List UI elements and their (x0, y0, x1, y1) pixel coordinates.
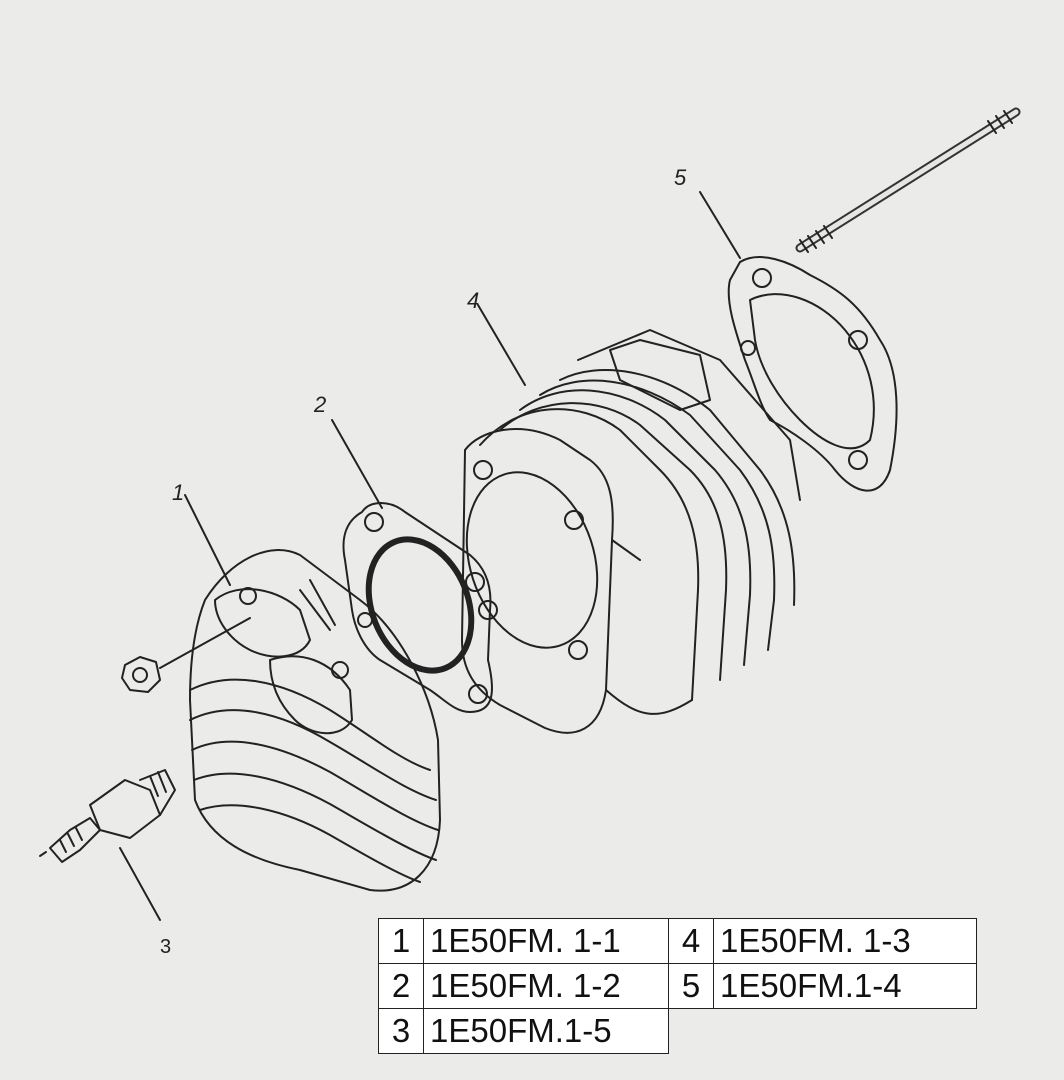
cylinder-head (189, 549, 441, 892)
part-number: 3 (378, 1008, 424, 1054)
callout-4: 4 (467, 288, 480, 313)
head-gasket (342, 502, 493, 713)
table-row: 3 1E50FM.1-5 (378, 1008, 977, 1054)
callout-5: 5 (674, 165, 687, 190)
base-gasket (727, 256, 898, 492)
empty-cell (713, 1008, 977, 1054)
callout-1: 1 (172, 480, 185, 505)
part-number: 1 (378, 918, 424, 964)
part-number: 5 (668, 963, 714, 1009)
leader-1 (184, 494, 231, 586)
empty-cell (668, 1008, 714, 1054)
cylinder-block (461, 329, 801, 734)
callout-2: 2 (314, 392, 327, 417)
leader-5 (699, 191, 741, 259)
leader-2 (331, 419, 383, 509)
part-code: 1E50FM. 1-3 (713, 918, 977, 964)
table-row: 2 1E50FM. 1-2 5 1E50FM.1-4 (378, 963, 977, 1009)
stud-bolt (795, 107, 1021, 253)
part-number: 2 (378, 963, 424, 1009)
callout-3: 3 (160, 936, 172, 958)
leader-4 (477, 304, 526, 386)
parts-table: 1 1E50FM. 1-1 4 1E50FM. 1-3 2 1E50FM. 1-… (378, 918, 977, 1054)
table-row: 1 1E50FM. 1-1 4 1E50FM. 1-3 (378, 918, 977, 964)
leader-3 (119, 847, 161, 921)
part-code: 1E50FM. 1-2 (423, 963, 669, 1009)
part-code: 1E50FM.1-5 (423, 1008, 669, 1054)
part-code: 1E50FM. 1-1 (423, 918, 669, 964)
flange-nut (121, 617, 251, 693)
part-number: 4 (668, 918, 714, 964)
spark-plug (39, 769, 176, 863)
part-code: 1E50FM.1-4 (713, 963, 977, 1009)
